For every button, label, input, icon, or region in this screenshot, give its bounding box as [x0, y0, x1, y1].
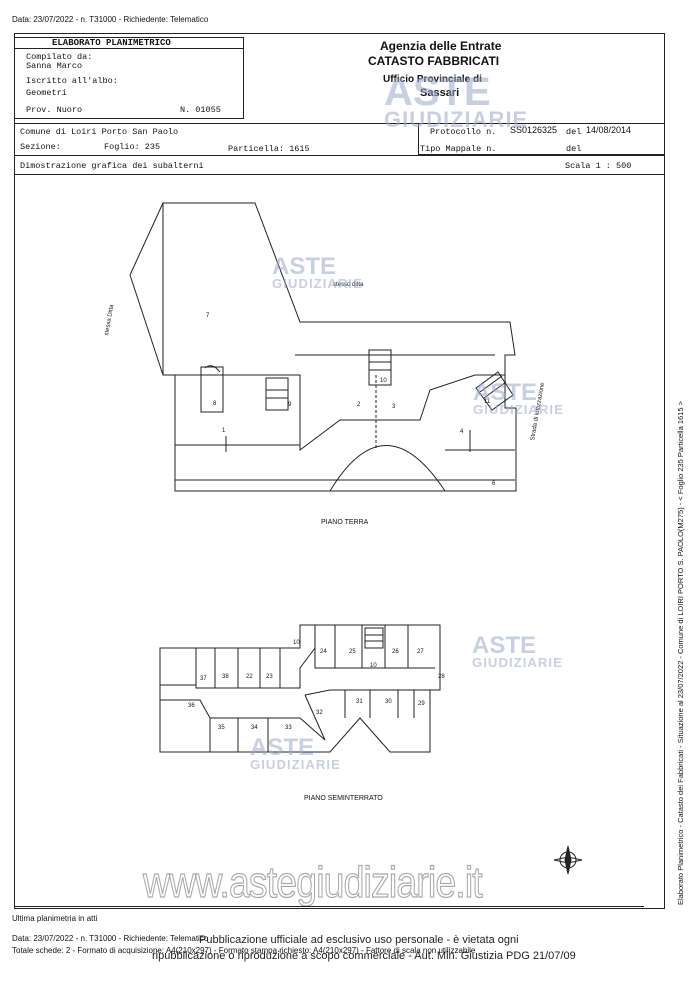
- unit-label: 8: [213, 401, 217, 407]
- unit-label: 27: [417, 649, 424, 655]
- elaborato-box: [14, 37, 244, 119]
- protocollo-box: [418, 123, 665, 155]
- side-caption: Elaborato Planimetrico - Catasto dei Fab…: [676, 400, 685, 905]
- dimostrazione-text: Dimostrazione grafica dei subalterni: [20, 161, 204, 171]
- protocollo-label: Protocollo n.: [430, 127, 497, 137]
- publication-notice-1: Pubblicazione ufficiale ad esclusivo uso…: [199, 934, 519, 946]
- unit-label: 4: [460, 429, 464, 435]
- unit-label: 34: [251, 725, 258, 731]
- unit-label: 6: [492, 481, 496, 487]
- document-frame: [14, 33, 665, 909]
- unit-label: 25: [349, 649, 356, 655]
- unit-label: 3: [392, 404, 396, 410]
- basement-outline: [159, 624, 441, 753]
- unit-label: 31: [356, 699, 363, 705]
- info-top-border: [14, 123, 665, 124]
- info-divider: [14, 155, 665, 156]
- publication-notice-2: ripubblicazione o riproduzione a scopo c…: [152, 950, 576, 962]
- unit-label: 30: [385, 699, 392, 705]
- compilato-name: Sanna Marco: [26, 61, 83, 71]
- footer-data-line: Data: 23/07/2022 - n. T31000 - Richieden…: [12, 934, 209, 943]
- sezione-label: Sezione:: [20, 142, 61, 152]
- prov-label: Prov. Nuoro: [26, 105, 83, 115]
- basement-stair: [364, 627, 384, 649]
- info-bottom-border: [14, 174, 665, 175]
- prov-number: N. 01055: [180, 105, 221, 115]
- city-name: Sassari: [420, 87, 460, 99]
- del2-label: del: [566, 144, 582, 154]
- catasto-name: CATASTO FABBRICATI: [368, 54, 500, 68]
- unit-label: 1: [222, 428, 226, 434]
- unit-label: 33: [285, 725, 292, 731]
- iscritto-value: Geometri: [26, 88, 67, 98]
- unit-label: 11: [484, 399, 491, 405]
- unit-label: 28: [438, 674, 445, 680]
- footer-totale-line: Totale schede: 2 - Formato di acquisizio…: [12, 946, 476, 955]
- unit-label: 9: [288, 402, 292, 408]
- stair-8: [200, 366, 224, 413]
- unit-label: 37: [200, 676, 207, 682]
- ufficio-label: Ufficio Provinciale di: [383, 74, 482, 85]
- elaborato-divider: [14, 48, 244, 49]
- elaborato-title: ELABORATO PLANIMETRICO: [52, 38, 171, 48]
- unit-label: 35: [218, 725, 225, 731]
- comune-text: Comune di Loiri Porto San Paolo: [20, 127, 179, 137]
- footer-rule: [14, 906, 644, 907]
- ground-floor-outline: [162, 202, 517, 492]
- particella-text: Particella: 1615: [228, 144, 310, 154]
- unit-label: 23: [266, 674, 273, 680]
- unit-label: 10: [293, 640, 300, 646]
- unit-label: 24: [320, 649, 327, 655]
- scala-text: Scala 1 : 500: [565, 161, 632, 171]
- compilato-label: Compilato da:: [26, 52, 93, 62]
- unit-label: 36: [188, 703, 195, 709]
- unit-label: 22: [246, 674, 253, 680]
- del-label: del: [566, 127, 582, 137]
- unit-label: 7: [206, 313, 210, 319]
- protocollo-value: SS0126325: [510, 125, 558, 135]
- unit-label: 2: [357, 402, 361, 408]
- unit-label: 29: [418, 701, 425, 707]
- piano-seminterrato-label: PIANO SEMINTERRATO: [304, 795, 383, 802]
- agency-name: Agenzia delle Entrate: [380, 39, 502, 53]
- arch: [329, 445, 446, 492]
- stair-10: [368, 349, 392, 386]
- compass-rose-icon: [553, 845, 583, 875]
- site-boundary-left: [129, 202, 164, 276]
- site-url-watermark: www.astegiudiziarie.it: [142, 857, 483, 907]
- ultima-planimetria: Ultima planimetria in atti: [12, 914, 98, 923]
- stesso-ditta-label: stesso ditta: [333, 282, 364, 288]
- foglio-text: Foglio: 235: [104, 142, 161, 152]
- stair-9: [265, 377, 289, 411]
- unit-label: 10: [370, 663, 377, 669]
- stair-11: [475, 371, 514, 411]
- iscritto-label: Iscritto all'albo:: [26, 76, 118, 86]
- del-value: 14/08/2014: [586, 125, 632, 135]
- unit-label: 32: [316, 710, 323, 716]
- top-data-line: Data: 23/07/2022 - n. T31000 - Richieden…: [12, 15, 209, 24]
- piano-terra-label: PIANO TERRA: [321, 519, 369, 526]
- unit-label: 38: [222, 674, 229, 680]
- tipo-mappale-label: Tipo Mappale n.: [420, 144, 497, 154]
- unit-label: 26: [392, 649, 399, 655]
- unit-label: 10: [380, 378, 387, 384]
- site-boundary-left-lower: [129, 274, 164, 376]
